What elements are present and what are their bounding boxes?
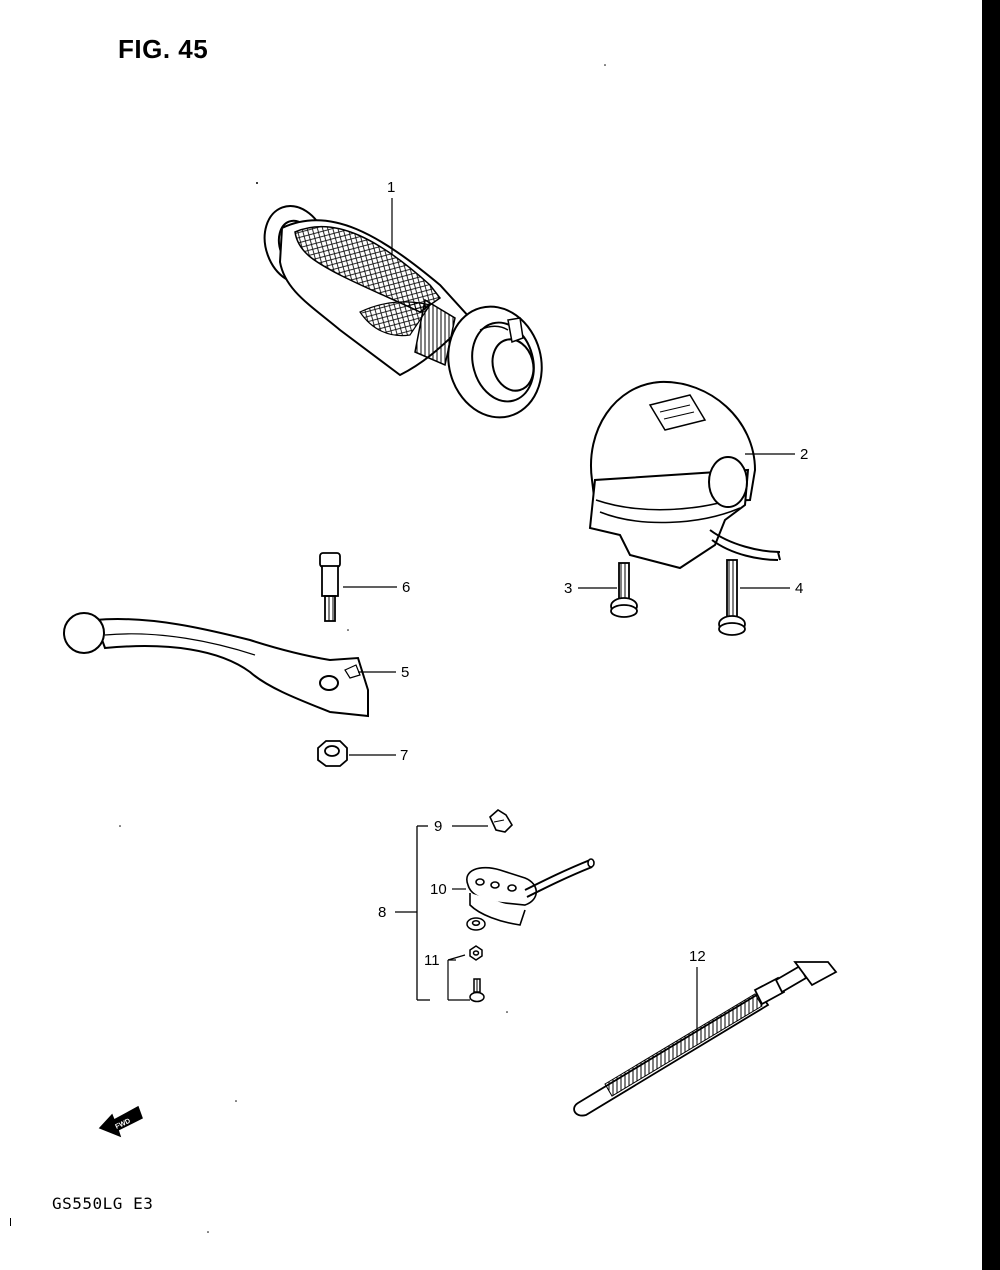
long-screw-part <box>718 559 790 636</box>
washer-screw-set-part <box>447 917 486 1003</box>
callout-label-5: 5 <box>401 664 409 681</box>
callout-label-2: 2 <box>800 446 808 463</box>
grip-part <box>263 198 543 419</box>
cable-tie-part <box>573 961 838 1117</box>
page-edge-border <box>982 0 1000 1270</box>
callout-label-1: 1 <box>387 179 395 196</box>
callout-label-7: 7 <box>400 747 408 764</box>
callout-label-4: 4 <box>795 580 803 597</box>
scan-specks <box>10 64 606 1233</box>
callout-label-8: 8 <box>378 904 386 921</box>
callout-label-3: 3 <box>564 580 572 597</box>
callout-label-10: 10 <box>430 881 447 898</box>
switch-button-part <box>452 809 514 833</box>
callout-label-12: 12 <box>689 948 706 965</box>
lever-part <box>63 612 396 718</box>
callout-label-11: 11 <box>424 952 440 969</box>
callout-label-6: 6 <box>402 579 410 596</box>
short-screw-part <box>578 562 638 618</box>
lever-bolt-part <box>319 552 397 622</box>
switch-body-part <box>452 858 595 926</box>
model-code: GS550LG E3 <box>52 1194 154 1213</box>
nut-part <box>317 740 396 767</box>
forward-arrow-icon: FWD <box>98 1105 143 1138</box>
switch-housing-part <box>588 380 795 570</box>
callout-label-9: 9 <box>434 818 442 835</box>
assembly-bracket <box>395 825 430 1001</box>
figure-title: FIG. 45 <box>118 34 209 64</box>
